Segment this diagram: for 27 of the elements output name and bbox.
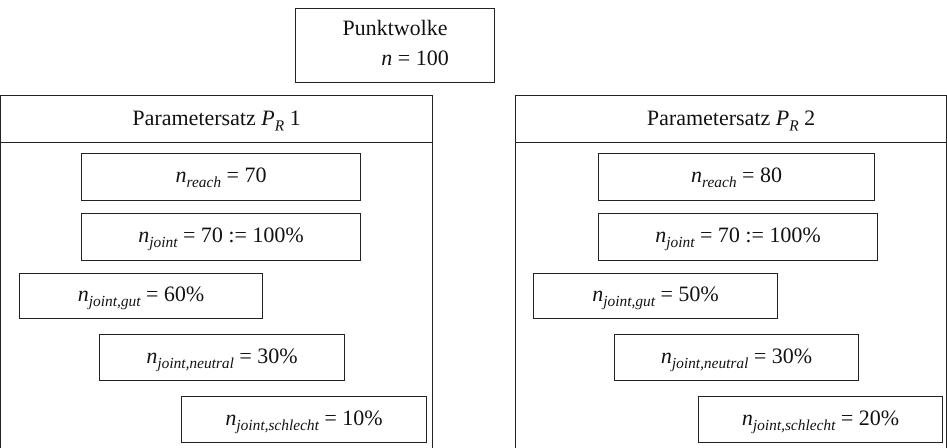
value-label: n$_{joint,gut}$ = 60% bbox=[76, 280, 206, 312]
value-label: n$_{joint}$ = 70 := 100% bbox=[137, 222, 305, 252]
value-label: n$_{joint,schlecht}$ = 20% bbox=[740, 404, 900, 435]
value-box bbox=[698, 396, 943, 443]
value-label: n$_{joint}$ = 70 := 100% bbox=[654, 222, 822, 252]
value-box bbox=[181, 396, 427, 443]
value-label: n$_{joint,gut}$ = 50% bbox=[591, 280, 720, 312]
value-box bbox=[19, 273, 263, 319]
value-box bbox=[614, 334, 859, 381]
value-box bbox=[99, 334, 345, 381]
value-label: n$_{joint,neutral}$ = 30% bbox=[145, 342, 299, 373]
value-box bbox=[533, 273, 778, 319]
value-box bbox=[81, 153, 361, 201]
value-label: n$_{reach}$ = 80 bbox=[690, 162, 783, 192]
value-box bbox=[598, 153, 875, 201]
node-label: Punktwolke bbox=[341, 15, 449, 41]
value-box bbox=[81, 213, 361, 261]
value-label: n$_{reach}$ = 70 bbox=[174, 162, 268, 192]
title-box bbox=[295, 8, 495, 83]
panel-heading: Parametersatz P$_{R}$ 1 bbox=[131, 105, 302, 136]
node-label: n = 100 bbox=[380, 45, 450, 71]
parameter-panel bbox=[0, 95, 433, 448]
value-box bbox=[598, 213, 878, 261]
value-label: n$_{joint,schlecht}$ = 10% bbox=[224, 404, 384, 435]
parameter-panel bbox=[515, 95, 947, 448]
panel-heading: Parametersatz P$_{R}$ 2 bbox=[646, 105, 816, 136]
value-label: n$_{joint,neutral}$ = 30% bbox=[660, 342, 814, 373]
